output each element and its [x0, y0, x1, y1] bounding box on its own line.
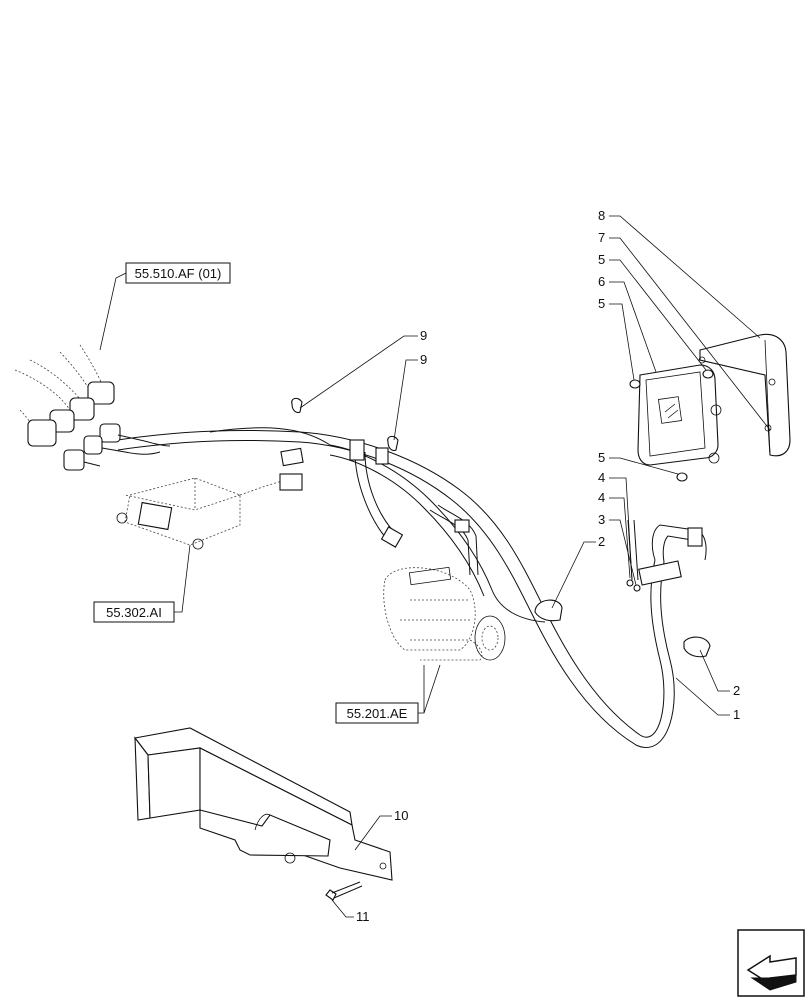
callout-2-left: 2	[551, 534, 605, 609]
callout-4-top: 4	[598, 470, 633, 581]
callout-9-top: 9	[299, 328, 427, 409]
callout-label-8: 8	[598, 208, 605, 223]
ref-starter[interactable]: 55.201.AE	[335, 664, 441, 724]
callout-7: 7	[598, 230, 771, 431]
callout-label-3: 3	[598, 512, 605, 527]
nuts	[629, 369, 714, 482]
callout-label-5-top: 5	[598, 252, 605, 267]
ecu-connector-bundle	[14, 344, 171, 471]
callout-label-2-left: 2	[598, 534, 605, 549]
ref-ecu-harness[interactable]: 55.510.AF (01)	[99, 262, 231, 351]
starter-motor	[383, 566, 506, 661]
callout-6: 6	[598, 274, 657, 373]
callout-1: 1	[675, 677, 740, 722]
callout-5-mid: 5	[598, 296, 635, 381]
ecu-box	[637, 364, 722, 466]
callout-label-1: 1	[733, 707, 740, 722]
callout-label-7: 7	[598, 230, 605, 245]
callout-label-4-top: 4	[598, 470, 605, 485]
ecu-bracket	[698, 333, 791, 457]
ref-controller-label: 55.302.AI	[106, 605, 162, 620]
callout-label-2-right: 2	[733, 683, 740, 698]
callout-label-6: 6	[598, 274, 605, 289]
clamps	[291, 397, 711, 658]
callout-11: 11	[331, 899, 370, 924]
callout-label-5-low: 5	[598, 450, 605, 465]
callout-5-top: 5	[598, 252, 707, 371]
callout-2-right: 2	[699, 649, 740, 698]
callout-8: 8	[598, 208, 761, 339]
callout-9-bottom: 9	[393, 352, 427, 441]
callout-5-low: 5	[598, 450, 679, 475]
callout-label-4-mid: 4	[598, 490, 605, 505]
wire-harness	[117, 427, 707, 748]
callout-label-10: 10	[394, 808, 408, 823]
shield-bolt	[325, 881, 363, 901]
controller-module	[116, 473, 303, 550]
callout-10: 10	[354, 808, 408, 851]
callout-3: 3	[598, 512, 637, 586]
ref-starter-label: 55.201.AE	[347, 706, 408, 721]
callout-label-9-bottom: 9	[420, 352, 427, 367]
heat-shield	[134, 727, 393, 881]
arrow-navigation-icon[interactable]	[737, 929, 805, 997]
callout-label-9-top: 9	[420, 328, 427, 343]
callout-label-5-mid: 5	[598, 296, 605, 311]
callout-label-11: 11	[356, 909, 370, 924]
ref-controller[interactable]: 55.302.AI	[93, 544, 191, 623]
ref-ecu-harness-label: 55.510.AF (01)	[135, 266, 222, 281]
